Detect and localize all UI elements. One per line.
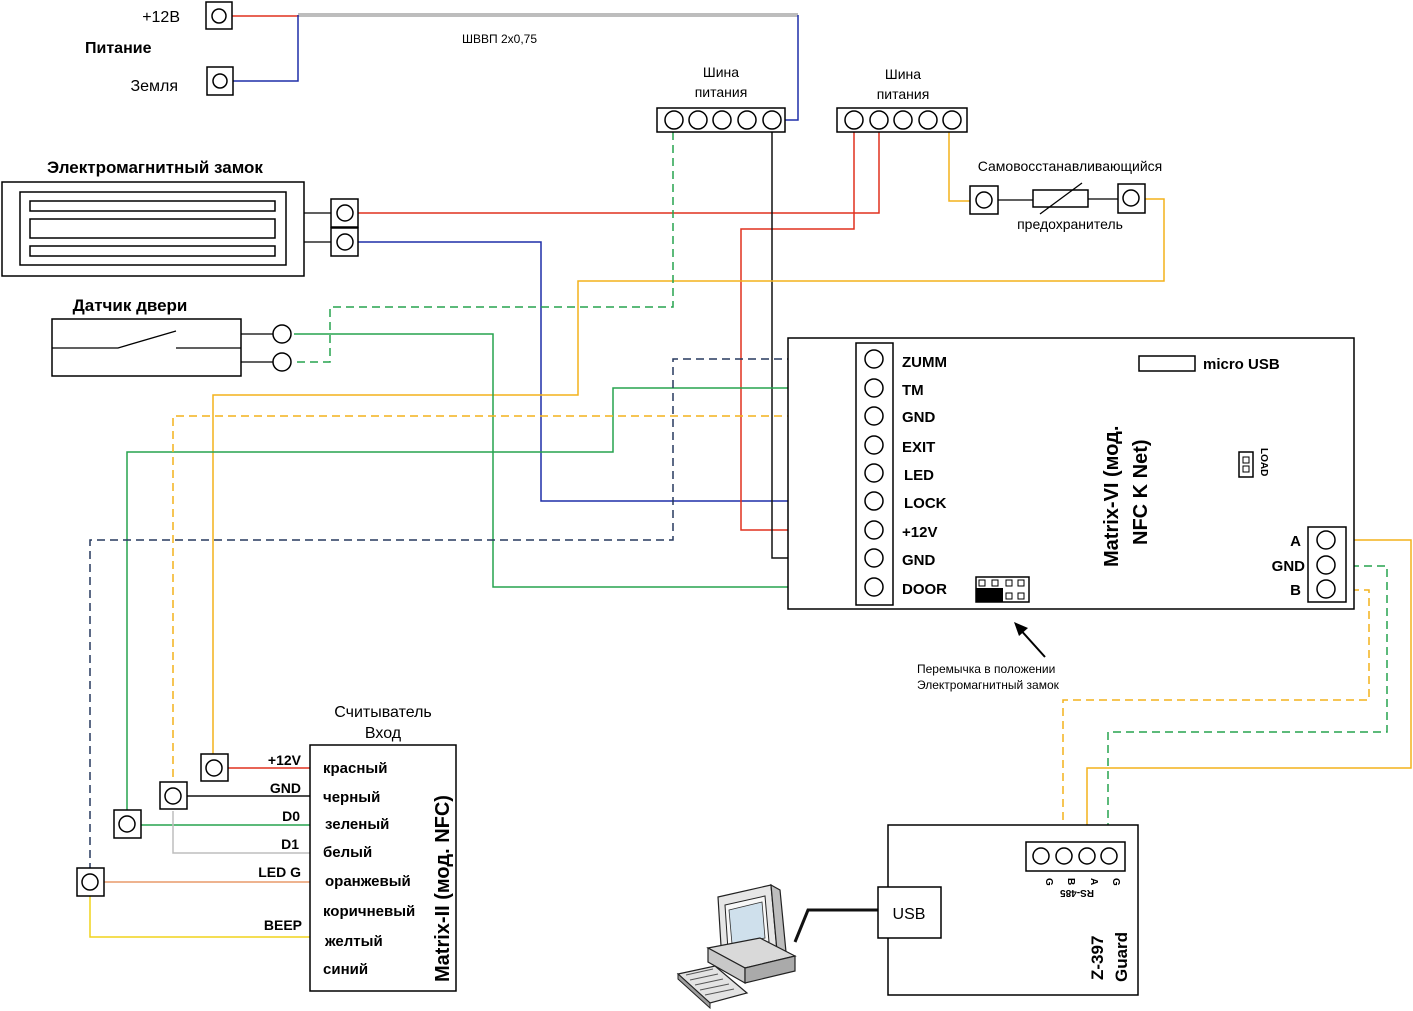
svg-text:оранжевый: оранжевый (325, 873, 411, 890)
reader-name: Matrix-II (мод. NFC) (432, 795, 454, 982)
svg-text:Электромагнитный замок: Электромагнитный замок (917, 678, 1060, 692)
door-sensor: Датчик двери (51, 296, 292, 377)
svg-text:Guard: Guard (1112, 932, 1131, 982)
rs485-b-wire (1062, 589, 1370, 848)
svg-text:Шина: Шина (703, 64, 739, 80)
rs485-a: A (1290, 533, 1301, 550)
door-signal-wire (294, 333, 860, 588)
power-title: Питание (85, 40, 152, 57)
svg-text:красный: красный (323, 760, 387, 777)
reader-white-wire (172, 811, 310, 854)
svg-text:белый: белый (323, 844, 372, 861)
svg-text:коричневый: коричневый (323, 903, 415, 920)
lock-minus-wire (358, 241, 860, 502)
wires (89, 13, 1412, 943)
power-source: +12В Питание Земля ШВВП 2х0,75 (85, 1, 537, 96)
term-exit: EXIT (902, 439, 935, 456)
svg-text:B: B (1065, 878, 1076, 885)
power-bus-2: Шина питания (836, 66, 968, 133)
door-gnd-wire (294, 132, 674, 363)
svg-text:+12V: +12V (268, 752, 302, 768)
term-gnd: GND (902, 409, 936, 426)
svg-text:предохранитель: предохранитель (1017, 216, 1123, 232)
cable-label: ШВВП 2х0,75 (462, 32, 537, 46)
fuse-in-wire (948, 132, 970, 202)
controller-name-1: Matrix-VI (мод. (1101, 426, 1123, 567)
controller-name-2: NFC K Net) (1130, 439, 1152, 545)
term-led: LED (904, 467, 934, 484)
electromagnetic-lock: Электромагнитный замок (1, 158, 359, 277)
rs485-gnd: GND (1272, 558, 1306, 575)
reader-12v-wire (212, 198, 1165, 755)
reader: Считыватель Вход Matrix-II (мод. NFC) кр… (76, 704, 457, 992)
svg-text:LED G: LED G (258, 864, 301, 880)
svg-text:BEEP: BEEP (264, 917, 302, 933)
term-lock: LOCK (904, 495, 947, 512)
jumper-note: Перемычка в положении Электромагнитный з… (917, 622, 1060, 692)
controller-12v-wire (740, 132, 860, 531)
svg-text:Шина: Шина (885, 66, 921, 82)
converter: G B A G RS-485 Z-397 Guard USB (877, 824, 1139, 996)
svg-text:желтый: желтый (324, 933, 383, 950)
svg-text:Z-397: Z-397 (1088, 936, 1107, 980)
svg-text:питания: питания (695, 84, 748, 100)
plus12-terminal (205, 1, 233, 30)
reader-yellow-wire (89, 896, 310, 938)
computer-icon (676, 883, 797, 1010)
rs485-label: RS-485 (1060, 887, 1094, 898)
usb-label: USB (893, 906, 926, 923)
term-zumm: ZUMM (902, 354, 947, 371)
resettable-fuse: Самовосстанавливающийся предохранитель (969, 158, 1163, 232)
svg-text:D0: D0 (282, 808, 300, 824)
rs485-a-wire (1086, 539, 1412, 848)
lock-title: Электромагнитный замок (47, 158, 263, 177)
load-jumper (1238, 451, 1254, 478)
ground-wire (233, 15, 799, 121)
svg-text:G: G (1110, 878, 1121, 886)
reader-title-1: Считыватель (334, 704, 432, 721)
load-label: LOAD (1258, 448, 1269, 476)
term-gnd2: GND (902, 552, 936, 569)
svg-text:D1: D1 (281, 836, 299, 852)
term-tm: TM (902, 382, 924, 399)
svg-text:синий: синий (323, 961, 368, 978)
usb-port (877, 886, 942, 939)
rs485-b: B (1290, 582, 1301, 599)
plus12-label: +12В (142, 9, 180, 26)
plus12-wire (232, 15, 299, 17)
svg-text:черный: черный (323, 789, 380, 806)
zumm-wire (89, 358, 860, 868)
reader-title-2: Вход (365, 725, 402, 742)
tm-wire (126, 387, 860, 810)
door-sensor-title: Датчик двери (73, 296, 188, 315)
micro-usb-port (1138, 355, 1196, 372)
reader-gnd-wire (172, 415, 860, 782)
svg-text:питания: питания (877, 86, 930, 102)
svg-text:G: G (1043, 878, 1054, 886)
ground-label: Земля (130, 78, 178, 95)
usb-cable (793, 908, 878, 943)
term-door: DOOR (902, 581, 947, 598)
svg-text:Самовосстанавливающийся: Самовосстанавливающийся (978, 158, 1163, 174)
svg-text:Перемычка в положении: Перемычка в положении (917, 662, 1055, 676)
arrow-icon (1014, 622, 1028, 636)
reader-body (309, 744, 457, 992)
term-12v: +12V (902, 524, 937, 541)
controller: ZUMM TM GND EXIT LED LOCK +12V GND DOOR … (787, 337, 1355, 610)
svg-text:GND: GND (270, 780, 301, 796)
svg-text:A: A (1088, 878, 1099, 885)
power-bus-1: Шина питания (656, 64, 786, 133)
rs485-gnd-wire (1107, 565, 1388, 848)
svg-text:зеленый: зеленый (325, 816, 389, 833)
lock-plus-wire (358, 132, 880, 214)
micro-usb-label: micro USB (1203, 356, 1280, 373)
terminals (864, 349, 884, 597)
